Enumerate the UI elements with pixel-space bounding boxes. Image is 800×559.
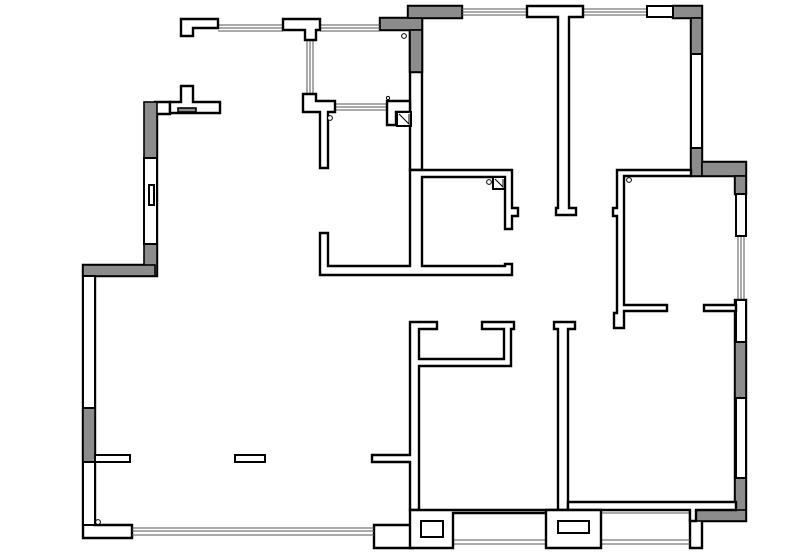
column	[734, 341, 747, 399]
living-room-stub	[94, 454, 131, 463]
column	[690, 147, 703, 177]
column	[672, 5, 703, 19]
column	[701, 161, 747, 177]
fixture-circle-icon	[626, 177, 632, 183]
column	[695, 509, 747, 522]
balcony-corner-post	[179, 17, 220, 38]
pipe-shaft-icon	[385, 95, 391, 101]
lower-right-bedroom-wall	[566, 500, 738, 523]
fixture-circle-icon	[486, 179, 492, 185]
lower-left-bedroom-wall	[370, 320, 516, 512]
column-cap	[168, 84, 222, 115]
column	[407, 5, 463, 19]
bottom-left-wall-end	[372, 523, 415, 550]
column	[143, 101, 158, 159]
fixtures	[95, 33, 632, 525]
kitchen-u-wall	[318, 168, 520, 277]
central-t-pillar	[525, 4, 585, 217]
column	[734, 175, 747, 195]
fixture-circle-icon	[401, 33, 407, 39]
fixture-circle-icon	[327, 115, 333, 121]
column	[690, 17, 703, 55]
windows	[132, 8, 745, 545]
living-room-stub	[234, 454, 266, 463]
balcony-t-post	[281, 17, 322, 42]
lower-middle-wall	[552, 320, 577, 512]
interior-walls	[94, 4, 738, 550]
column	[82, 407, 96, 463]
fixture-circle-icon	[95, 519, 101, 525]
balcony-structure	[168, 17, 412, 170]
window-frames	[82, 5, 747, 526]
column	[379, 17, 423, 31]
column	[82, 264, 156, 277]
balcony-cross-post	[301, 92, 337, 170]
column	[409, 29, 423, 73]
right-room-stub	[702, 303, 738, 313]
right-room-wall	[611, 168, 693, 330]
